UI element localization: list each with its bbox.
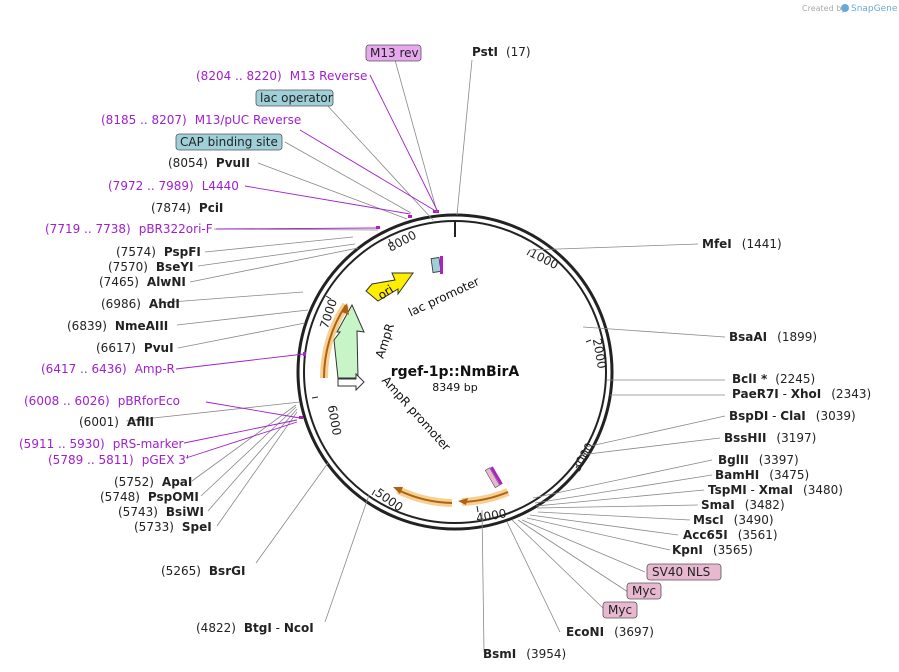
site-kpnI[interactable]: KpnI(3565) [672,543,753,557]
site-apaI[interactable]: (5752)ApaI [114,475,192,489]
ori-feature-arrow [365,272,414,302]
left-leader-lines [125,59,438,623]
site-bamHI[interactable]: BamHI(3475) [715,468,809,482]
site-ahdI[interactable]: (6986)AhdI [101,297,180,311]
site-bsmI[interactable]: BsmI(3954) [483,647,566,661]
myc-box-1-label: Myc [632,584,656,598]
amp-r-mark [303,352,306,356]
cap-binding-site-box-label: CAP binding site [180,135,278,149]
feature-5000-highlight [396,486,453,507]
m13-rev-box[interactable] [365,44,422,62]
site-bsiWI[interactable]: (5743)BsiWI [118,505,204,519]
created-by-text: Created by [802,4,846,13]
myc-box-2-label: Myc [608,603,632,617]
site-bglII[interactable]: BglII(3397) [718,453,799,467]
feature-pbrforeco[interactable]: (6008 .. 6026)pBRforEco [24,394,180,408]
feature-amp-r[interactable]: (6417 .. 6436)Amp-R [41,362,175,376]
site-pvuI[interactable]: (6617)PvuI [96,341,174,355]
myc-box-2[interactable] [602,601,638,619]
site-btgI-ncoI[interactable]: (4822)BtgI - NcoI [196,621,314,635]
site-nmeAIII[interactable]: (6839)NmeAIII [67,319,168,333]
tick-label-8000: 8000 [385,228,419,255]
sv40-nls-mark [484,467,501,489]
site-pstI[interactable]: PstI(17) [472,45,531,59]
ampr-feature-arrow [333,303,365,379]
m13-mark [433,210,439,213]
site-aflII[interactable]: (6001)AflII [79,415,154,429]
feature-4000-arrowhead [458,498,468,505]
right-leader-lines [456,59,726,653]
backbone-outer [296,213,614,531]
plasmid-length: 8349 bp [432,381,477,394]
lac-operator-box-label: lac operator [260,91,333,105]
feature-pgex-3[interactable]: (5789 .. 5811)pGEX 3' [48,453,189,467]
ampr-ring-feature [322,304,347,379]
ampr-ring-arrowhead [342,303,349,315]
tick-label-2000: 2000 [590,337,609,370]
site-speI[interactable]: (5733)SpeI [134,520,212,534]
ampr-label: AmpR [373,322,397,360]
site-mscI[interactable]: MscI(3490) [693,513,774,527]
site-acc65I[interactable]: Acc65I(3561) [683,528,778,542]
myc-box-1[interactable] [626,582,662,600]
right-site-labels: PstI(17) MfeI(1441) BsaAI(1899) BclI *(2… [472,45,871,661]
m13-rev-box-label: M13 rev [370,46,419,60]
site-bseYI[interactable]: (7570)BseYI [108,260,194,274]
lac-operator-box[interactable] [255,89,334,107]
left-site-labels: (8054)PvuII (7874)PciI (7574)PspFI (7570… [67,156,314,635]
left-feature-labels: (8204 .. 8220)M13 Reverse (8185 .. 8207)… [19,69,367,467]
tick-label-4000: 4000 [475,506,508,525]
plasmid-name: rgef-1p::NmBirA [391,364,520,380]
site-bsaAI[interactable]: BsaAI(1899) [729,330,817,344]
site-bspDI-claI[interactable]: BspDI - ClaI(3039) [729,409,856,423]
feature-l4440[interactable]: (7972 .. 7989)L4440 [108,179,239,193]
feature-pbr322ori-f[interactable]: (7719 .. 7738)pBR322ori-F [45,222,213,236]
snapgene-logo-icon [841,4,849,12]
site-paeR7I-xhoI[interactable]: PaeR7I - XhoI(2343) [732,387,871,401]
l4440-mark [408,215,412,218]
feature-4000-highlight [461,488,510,506]
cap-binding-site-box[interactable] [175,133,283,151]
tick-label-6000: 6000 [325,404,344,437]
lac-promoter-label: lac promoter [406,274,482,319]
site-bclI[interactable]: BclI *(2245) [732,372,815,386]
right-feature-boxes: SV40 NLS Myc Myc [602,563,722,619]
site-smaI[interactable]: SmaI(3482) [701,498,785,512]
feature-m13-reverse[interactable]: (8204 .. 8220)M13 Reverse [196,69,367,83]
feature-m13-puc-reverse[interactable]: (8185 .. 8207)M13/pUC Reverse [101,113,301,127]
ampr-promoter-arrow [337,372,365,392]
lac-operator-mark [440,256,443,274]
snapgene-brand: SnapGene [851,4,898,14]
feature-5000-arrowhead [393,487,403,494]
sv40-nls-box[interactable] [646,563,722,581]
site-bsrGI[interactable]: (5265)BsrGI [161,564,245,578]
pbrforeco-mark [299,416,303,419]
feature-leader-lines [175,74,438,459]
myc-mark [490,466,503,486]
site-mfeI[interactable]: MfeI(1441) [702,237,782,251]
site-pspFI[interactable]: (7574)PspFI [116,245,201,259]
site-pvuII[interactable]: (8054)PvuII [168,156,250,170]
lac-promoter-mark [430,257,442,273]
sv40-nls-box-label: SV40 NLS [652,565,710,579]
feature-prs-marker[interactable]: (5911 .. 5930)pRS-marker [19,437,183,451]
site-bssHII[interactable]: BssHII(3197) [724,431,816,445]
site-ecoNI[interactable]: EcoNI(3697) [566,625,654,639]
site-pciI[interactable]: (7874)PciI [151,201,223,215]
site-alwNI[interactable]: (7465)AlwNI [99,275,186,289]
pbr322ori-mark [376,226,380,229]
site-tspMI-xmaI[interactable]: TspMI - XmaI(3480) [708,483,843,497]
left-feature-boxes: M13 rev lac operator CAP binding site [175,44,422,151]
site-pspOMI[interactable]: (5748)PspOMI [100,490,199,504]
